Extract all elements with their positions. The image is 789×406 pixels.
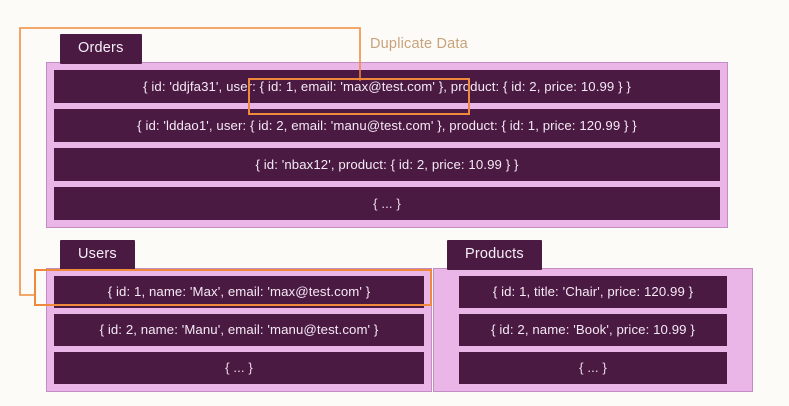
document-row-ellipsis[interactable]: { ... } (54, 352, 424, 384)
document-row[interactable]: { id: 1, title: 'Chair', price: 120.99 } (459, 276, 727, 308)
document-row-ellipsis[interactable]: { ... } (459, 352, 727, 384)
document-row[interactable]: { id: 'ddjfa31', user: { id: 1, email: '… (54, 70, 720, 103)
collection-body-users: { id: 1, name: 'Max', email: 'max@test.c… (46, 268, 432, 392)
document-row[interactable]: { id: 2, name: 'Manu', email: 'manu@test… (54, 314, 424, 346)
collection-body-products: { id: 1, title: 'Chair', price: 120.99 }… (433, 268, 753, 392)
document-row[interactable]: { id: 1, name: 'Max', email: 'max@test.c… (54, 276, 424, 308)
document-row[interactable]: { id: 2, name: 'Book', price: 10.99 } (459, 314, 727, 346)
document-row[interactable]: { id: 'lddao1', user: { id: 2, email: 'm… (54, 109, 720, 142)
collection-tab-users[interactable]: Users (60, 240, 135, 270)
document-row[interactable]: { id: 'nbax12', product: { id: 2, price:… (54, 148, 720, 181)
document-row-ellipsis[interactable]: { ... } (54, 187, 720, 220)
duplicate-data-annotation: Duplicate Data (370, 36, 468, 52)
collection-tab-orders[interactable]: Orders (60, 34, 142, 64)
collection-body-orders: { id: 'ddjfa31', user: { id: 1, email: '… (46, 62, 728, 228)
collection-tab-products[interactable]: Products (447, 240, 542, 270)
